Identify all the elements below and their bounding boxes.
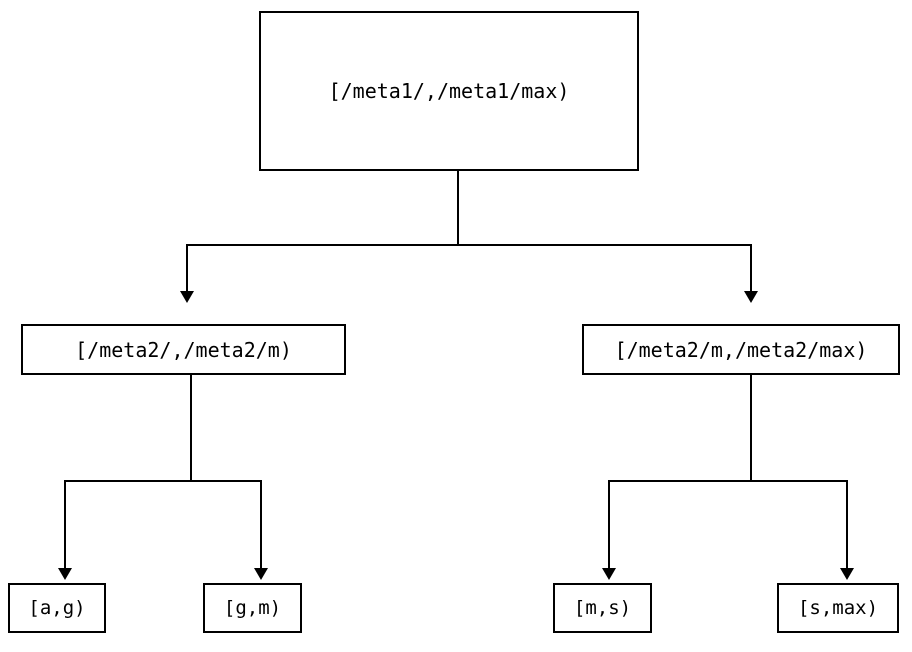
arrowhead-root-to-mid-left-icon: [180, 291, 194, 303]
arrowhead-to-leaf-ag-icon: [58, 568, 72, 580]
tree-node-leaf-s-max-label: [s,max): [797, 597, 879, 619]
tree-node-leaf-m-s[interactable]: [m,s): [553, 583, 652, 633]
tree-node-leaf-a-g-label: [a,g): [28, 597, 86, 619]
connector-mid-right-to-leaf-smax: [846, 480, 848, 569]
tree-node-meta2-lower-label: [/meta2/,/meta2/m): [75, 337, 292, 362]
arrowhead-to-leaf-ms-icon: [602, 568, 616, 580]
tree-node-meta2-upper[interactable]: [/meta2/m,/meta2/max): [582, 324, 900, 375]
connector-mid-left-to-leaf-gm: [260, 480, 262, 569]
connector-root-bar: [186, 244, 752, 246]
connector-mid-right-bar: [608, 480, 848, 482]
tree-node-leaf-m-s-label: [m,s): [573, 597, 632, 619]
tree-node-leaf-g-m-label: [g,m): [223, 597, 282, 619]
tree-node-root[interactable]: [/meta1/,/meta1/max): [259, 11, 639, 171]
tree-node-leaf-s-max[interactable]: [s,max): [777, 583, 899, 633]
connector-mid-right-stem: [750, 375, 752, 482]
connector-root-to-mid-right: [750, 244, 752, 292]
connector-root-to-mid-left: [186, 244, 188, 292]
arrowhead-root-to-mid-right-icon: [744, 291, 758, 303]
arrowhead-to-leaf-gm-icon: [254, 568, 268, 580]
tree-node-meta2-upper-label: [/meta2/m,/meta2/max): [614, 337, 868, 362]
connector-mid-left-bar: [64, 480, 262, 482]
tree-node-meta2-lower[interactable]: [/meta2/,/meta2/m): [21, 324, 346, 375]
connector-mid-left-stem: [190, 375, 192, 482]
arrowhead-to-leaf-smax-icon: [840, 568, 854, 580]
connector-mid-left-to-leaf-ag: [64, 480, 66, 569]
tree-node-leaf-g-m[interactable]: [g,m): [203, 583, 302, 633]
connector-mid-right-to-leaf-ms: [608, 480, 610, 569]
tree-node-leaf-a-g[interactable]: [a,g): [8, 583, 106, 633]
connector-root-stem: [457, 171, 459, 246]
tree-node-root-label: [/meta1/,/meta1/max): [328, 79, 570, 103]
